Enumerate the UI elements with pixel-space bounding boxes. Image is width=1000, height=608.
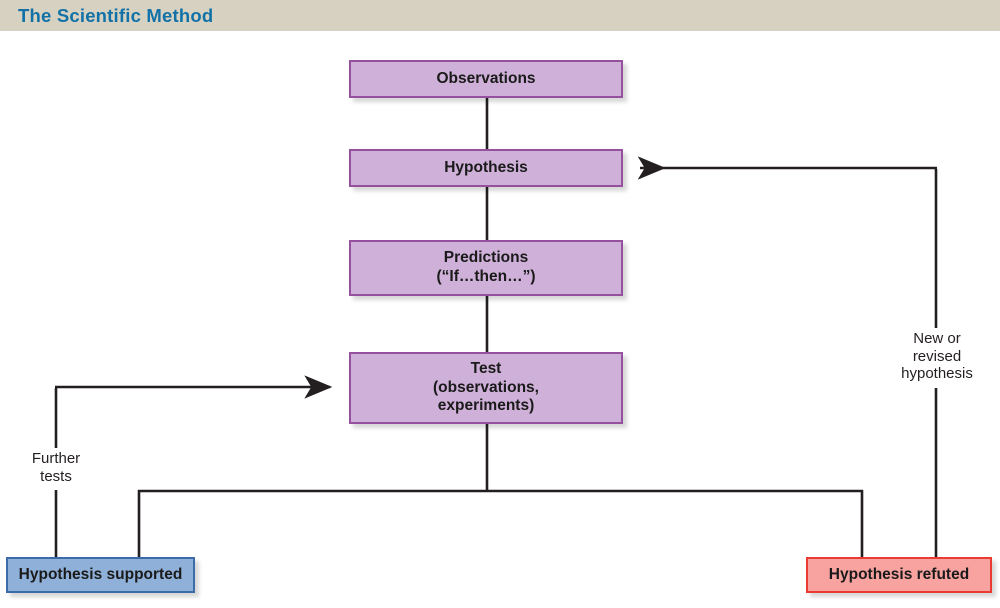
node-predictions-label-line2: (“If…then…”) [436, 268, 536, 285]
edge-label-further-tests: Further tests [16, 448, 96, 488]
node-test-label-line2: (observations, [433, 378, 539, 396]
node-hypothesis-refuted-label: Hypothesis refuted [828, 565, 970, 583]
header-bar [0, 0, 1000, 31]
node-hypothesis[interactable]: Hypothesis [349, 149, 623, 187]
node-observations[interactable]: Observations [349, 60, 623, 98]
node-test-label-line3: experiments) [437, 397, 535, 415]
node-test[interactable]: Test (observations, experiments) [349, 352, 623, 424]
node-hypothesis-supported-label: Hypothesis supported [18, 565, 183, 583]
page-title: The Scientific Method [18, 5, 214, 26]
node-hypothesis-label: Hypothesis [444, 158, 528, 176]
node-predictions-label-line1: Predictions [443, 249, 529, 267]
node-test-label-line1: Test [470, 359, 502, 377]
edge-label-new-or-revised-hypothesis: New or revised hypothesis [883, 328, 991, 386]
node-hypothesis-supported[interactable]: Hypothesis supported [6, 557, 195, 593]
node-hypothesis-refuted[interactable]: Hypothesis refuted [806, 557, 992, 593]
node-predictions[interactable]: Predictions (“If…then…”) [349, 240, 623, 296]
node-observations-label: Observations [436, 69, 536, 87]
